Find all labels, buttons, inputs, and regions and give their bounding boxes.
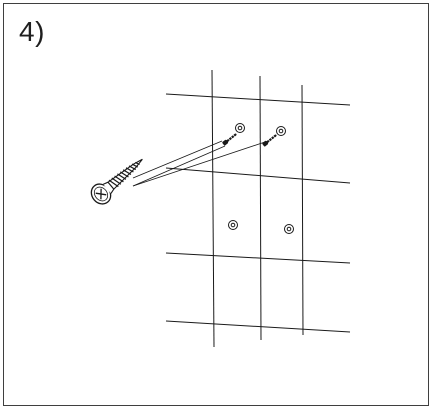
grid-line-horizontal-3 — [165, 252, 351, 264]
mounting-hole-bottom-right — [284, 224, 294, 234]
instruction-panel: 4) — [3, 3, 429, 406]
mounting-hole-bottom-left — [228, 220, 238, 230]
callout-line-3 — [132, 145, 226, 187]
mounting-hole-top-right — [276, 126, 286, 136]
callout-line-2 — [132, 141, 266, 187]
grid-line-horizontal-2 — [165, 167, 351, 184]
small-screw-icon — [222, 133, 237, 146]
callout-lines — [132, 140, 266, 187]
grid-line-vertical-2 — [259, 75, 262, 341]
small-screw-icon — [262, 134, 277, 147]
grid-line-horizontal-1 — [165, 93, 351, 106]
screw-icon — [90, 158, 143, 205]
grid-line-vertical-1 — [211, 69, 215, 348]
grid-line-vertical-3 — [301, 84, 304, 336]
wall-grid — [165, 69, 351, 348]
step-number: 4) — [19, 16, 45, 47]
mounting-hole-top-left — [235, 123, 245, 133]
callout-line-1 — [132, 140, 223, 179]
grid-line-horizontal-4 — [165, 320, 351, 333]
